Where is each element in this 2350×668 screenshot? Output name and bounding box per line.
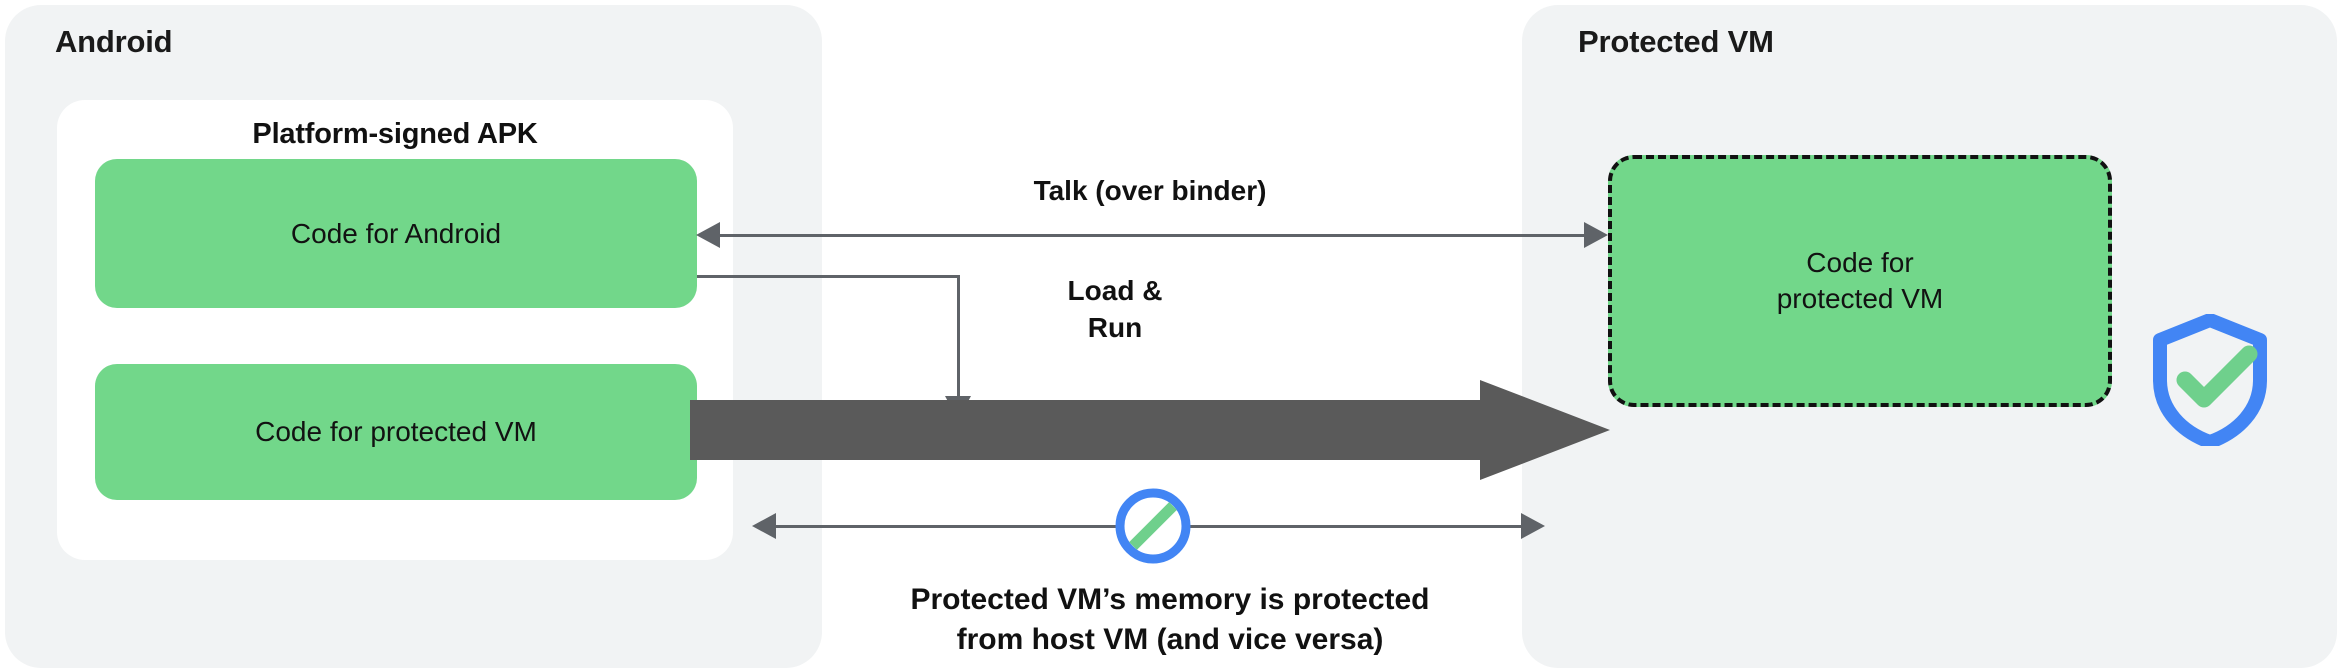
load-run-label-line-2: Run: [1087, 312, 1143, 344]
load-run-label: Load & Run: [1000, 272, 1230, 346]
prohibition-icon: [1115, 488, 1191, 564]
guest-box-line-1: Code for: [1806, 247, 1914, 279]
load-run-label-line-1: Load &: [1067, 275, 1163, 306]
memory-arrowhead-left-icon: [752, 513, 776, 539]
talk-connector-line: [718, 234, 1588, 237]
memory-isolation-line-1: Protected VM’s memory is protected: [910, 583, 1430, 616]
protected-vm-panel-title: Protected VM: [1578, 24, 1774, 59]
android-panel-title: Android: [55, 24, 173, 59]
memory-isolation-line-2: from host VM (and vice versa): [956, 622, 1384, 656]
talk-arrowhead-right-icon: [1584, 222, 1608, 248]
talk-over-binder-label: Talk (over binder): [1033, 175, 1267, 206]
thick-load-arrow: [690, 380, 1610, 480]
guest-box-line-2: protected VM: [1776, 283, 1944, 314]
shield-check-icon: [2153, 314, 2267, 446]
load-run-connector-horizontal: [697, 275, 959, 278]
memory-arrowhead-right-icon: [1521, 513, 1545, 539]
load-run-connector-vertical: [957, 275, 960, 398]
platform-signed-apk-title: Platform-signed APK: [252, 118, 538, 150]
guest-code-for-protected-vm-box: Code for protected VM: [1608, 155, 2112, 407]
code-for-android-box: Code for Android: [95, 159, 697, 308]
code-for-protected-vm-box: Code for protected VM: [95, 364, 697, 500]
talk-arrowhead-left-icon: [696, 222, 720, 248]
memory-isolation-label: Protected VM’s memory is protected from …: [855, 580, 1485, 659]
